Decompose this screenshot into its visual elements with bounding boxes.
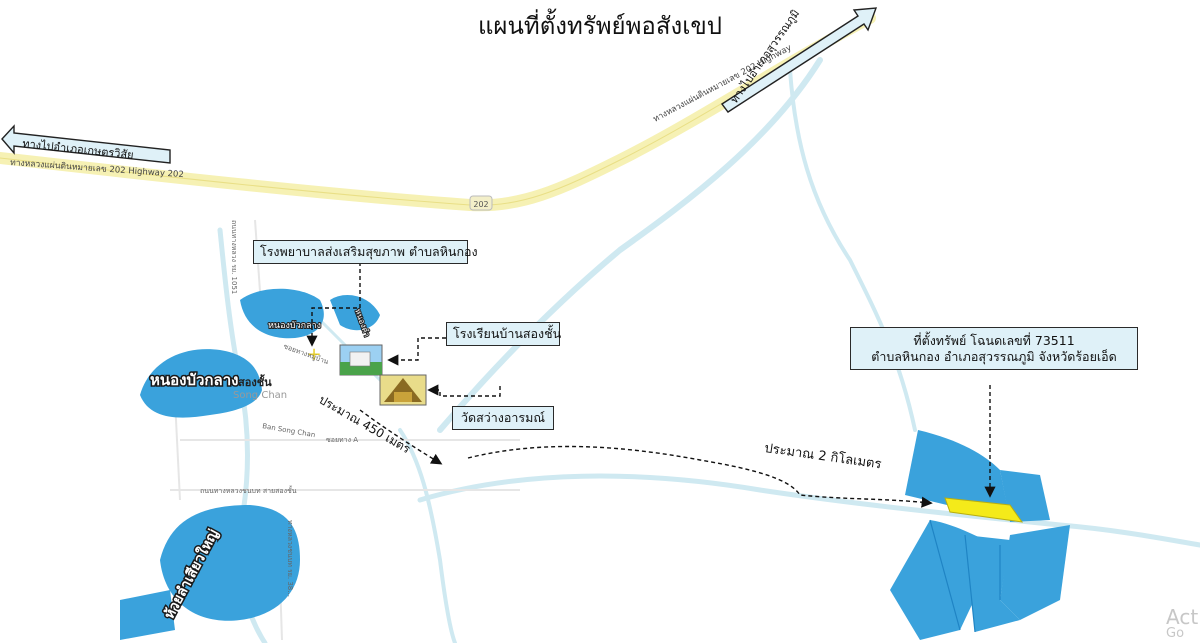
- road-local-a-label: ซอยทาง A: [326, 436, 358, 444]
- label-song-chan-th: สองชั้น: [238, 374, 272, 389]
- school-callout-text: โรงเรียนบ้านสองชั้น: [453, 326, 562, 341]
- highway-shield: [469, 195, 493, 211]
- highway-202: ทางหลวงแผ่นดินหมายเลข 202 Highway 202 ทา…: [0, 12, 876, 212]
- property-callout-line2: ตำบลหินกอง อำเภอสุวรรณภูมิ จังหวัดร้อยเอ…: [871, 348, 1117, 364]
- school-pointer: [387, 337, 446, 366]
- temple-callout: วัดสว่างอารมณ์: [452, 406, 554, 430]
- stream-main: [417, 473, 1200, 548]
- property-area: [890, 430, 1070, 640]
- stream-mid: [398, 428, 457, 643]
- pond-nong-kham: [330, 295, 380, 331]
- stream-east: [788, 68, 917, 432]
- distance-far-label: ประมาณ 2 กิโลเมตร: [763, 440, 882, 472]
- activation-watermark: Act Go: [1166, 607, 1200, 641]
- pond-south-big: [160, 505, 300, 621]
- watermark-line1: Act: [1166, 605, 1199, 629]
- pond-sliver: [120, 590, 175, 640]
- property-plot-yellow: [944, 497, 1024, 523]
- plot-south-b: [965, 535, 1020, 632]
- highway-202-road: [0, 12, 876, 212]
- school-callout: โรงเรียนบ้านสองชั้น: [446, 322, 562, 346]
- road-1051-label: ถนนทางหลวง รย. 1051: [230, 220, 238, 294]
- highway-shield-number: 202: [473, 200, 488, 209]
- left-sign-arrow: [1, 124, 171, 164]
- hospital-pointer: [306, 262, 361, 347]
- watermark-line2: Go: [1166, 626, 1185, 641]
- landmarks: +: [306, 344, 427, 406]
- sign-arrows: [1, 7, 878, 164]
- temple-callout-text: วัดสว่างอารมณ์: [461, 410, 545, 425]
- label-song-chan-en: Song Chan: [233, 390, 287, 401]
- stream-north: [437, 57, 823, 433]
- route-near: [359, 409, 443, 465]
- hospital-callout: โรงพยาบาลส่งเสริมสุขภาพ ตำบลหินกอง: [253, 240, 478, 264]
- hospital-marker-icon: +: [306, 344, 321, 365]
- road-local-b-label: Ban Song Chan: [262, 422, 316, 439]
- temple-pointer: [427, 384, 501, 397]
- right-sign-arrow: [720, 7, 878, 113]
- label-nong-bua-klang-small: หนองบัวกลาง: [268, 321, 321, 331]
- map-title: แผนที่ตั้งทรัพย์พอสังเขป: [477, 12, 723, 40]
- pointer-lines: [306, 262, 996, 508]
- ponds: [120, 288, 380, 640]
- pond-small-north: [240, 288, 324, 339]
- label-nong-bua-klang: หนองบัวกลาง: [150, 371, 238, 389]
- pond-nong-bua-klang: [140, 349, 262, 418]
- road-south-label: ถนนทางหลวงชนบท สายสองชั้น: [200, 484, 297, 495]
- property-callout: ที่ตั้งทรัพย์ โฉนดเลขที่ 73511 ตำบลหินกอ…: [850, 327, 1138, 371]
- plot-south-c: [1000, 525, 1070, 620]
- property-callout-line1: ที่ตั้งทรัพย์ โฉนดเลขที่ 73511: [913, 333, 1075, 348]
- hospital-callout-text: โรงพยาบาลส่งเสริมสุขภาพ ตำบลหินกอง: [260, 244, 478, 259]
- route-far: [467, 445, 933, 508]
- road-38-label: ทางหลวงชนบท รย. 38...: [286, 520, 294, 597]
